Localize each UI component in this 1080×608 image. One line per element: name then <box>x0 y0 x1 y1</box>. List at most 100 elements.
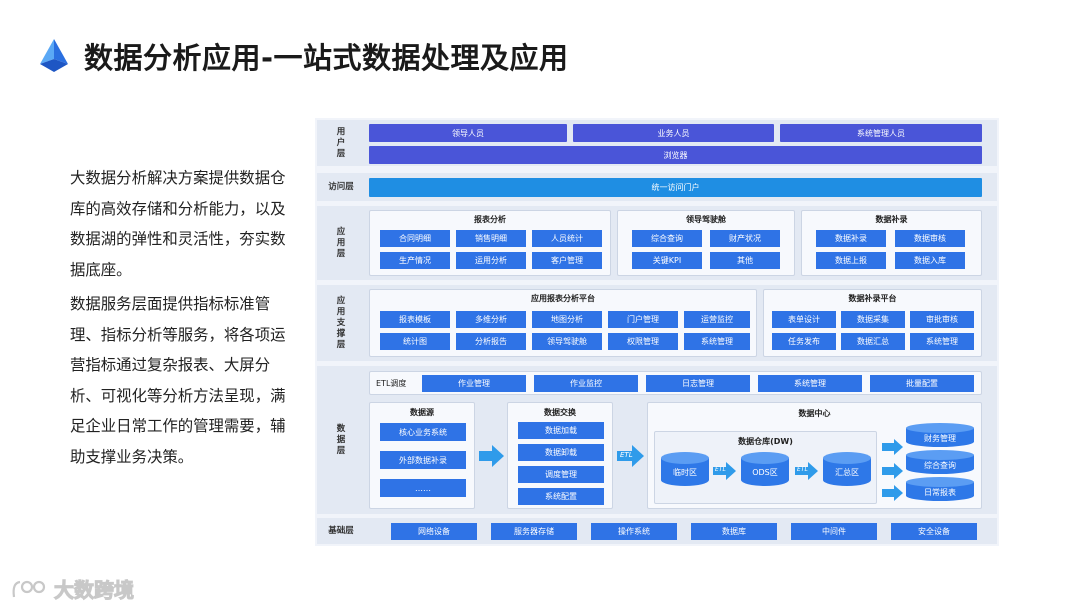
store-ods-icon: ODS区 <box>741 452 789 486</box>
data-warehouse-panel: 数据仓库(DW) 临时区 ETL ODS区 ETL <box>654 431 877 504</box>
etl-tag: ETL <box>797 466 808 473</box>
platform-item: 统计图 <box>380 333 450 350</box>
exchange-item: 调度管理 <box>518 466 604 483</box>
supplement-item: 数据审核 <box>895 230 965 247</box>
app-layer-label: 应 用 层 <box>336 226 346 259</box>
etl-tag: ETL <box>620 451 633 459</box>
etl-tag: ETL <box>715 466 726 473</box>
base-item: 网络设备 <box>391 523 477 540</box>
platform-item: 领导驾驶舱 <box>532 333 602 350</box>
report-platform-panel: 应用报表分析平台 报表模板 多维分析 地图分析 门户管理 运营监控 统计图 分析… <box>369 289 757 357</box>
access-layer-label: 访问层 <box>328 181 354 192</box>
report-item: 运用分析 <box>456 252 526 269</box>
data-source-panel: 数据源 核心业务系统 外部数据补录 …… <box>369 402 475 509</box>
platform-item: 地图分析 <box>532 311 602 328</box>
report-item: 生产情况 <box>380 252 450 269</box>
platform-item: 系统管理 <box>684 333 750 350</box>
user-layer-label: 用 户 层 <box>336 126 346 159</box>
etl-item: 批量配置 <box>870 375 974 392</box>
data-source-title: 数据源 <box>410 408 434 417</box>
cockpit-panel-title: 领导驾驶舱 <box>686 215 726 224</box>
supplement-item: 数据补录 <box>816 230 886 247</box>
report-platform-title: 应用报表分析平台 <box>531 294 595 303</box>
data-layer-label: 数 据 层 <box>336 423 346 456</box>
exchange-item: 数据加载 <box>518 422 604 439</box>
exchange-item: 系统配置 <box>518 488 604 505</box>
store-label: 汇总区 <box>835 468 859 477</box>
supplement-panel: 数据补录 数据补录 数据审核 数据上报 数据入库 <box>801 210 982 276</box>
etl-item: 日志管理 <box>646 375 750 392</box>
report-panel-title: 报表分析 <box>474 215 506 224</box>
role-leader: 领导人员 <box>369 124 567 142</box>
base-item: 服务器存储 <box>491 523 577 540</box>
flow-arrow-icon <box>479 445 504 467</box>
page-title: 数据分析应用-一站式数据处理及应用 <box>84 41 569 75</box>
etl-arrow-icon <box>795 462 818 480</box>
etl-title: ETL调度 <box>376 379 407 388</box>
report-item: 合同明细 <box>380 230 450 247</box>
architecture-diagram: 用 户 层 领导人员 业务人员 系统管理人员 浏览器 访问层 统一访问门户 应 … <box>315 118 999 546</box>
dw-title: 数据仓库(DW) <box>738 437 793 446</box>
report-item: 人员统计 <box>532 230 602 247</box>
etl-item: 作业管理 <box>422 375 526 392</box>
watermark: 大数跨境 <box>10 574 135 603</box>
platform-item: 多维分析 <box>456 311 526 328</box>
watermark-logo-icon <box>12 580 46 597</box>
support-layer-label: 应 用 支 撑 层 <box>336 295 346 350</box>
report-panel: 报表分析 合同明细 销售明细 人员统计 生产情况 运用分析 客户管理 <box>369 210 611 276</box>
output-label: 财务管理 <box>924 434 956 443</box>
supplement-panel-title: 数据补录 <box>875 215 908 224</box>
supp-platform-item: 审批审核 <box>910 311 974 328</box>
platform-item: 权限管理 <box>608 333 678 350</box>
output-finance-icon: 财务管理 <box>906 423 974 447</box>
supplement-item: 数据上报 <box>816 252 886 269</box>
browser-bar: 浏览器 <box>369 146 982 164</box>
platform-item: 报表模板 <box>380 311 450 328</box>
base-item: 安全设备 <box>891 523 977 540</box>
etl-row: ETL调度 作业管理 作业监控 日志管理 系统管理 批量配置 <box>369 371 982 395</box>
portal-bar: 统一访问门户 <box>369 178 982 197</box>
platform-item: 门户管理 <box>608 311 678 328</box>
data-exchange-panel: 数据交换 数据加载 数据卸载 调度管理 系统配置 <box>507 402 613 509</box>
cockpit-item: 关键KPI <box>632 252 702 269</box>
output-report-icon: 日常报表 <box>906 477 974 501</box>
cockpit-item: 综合查询 <box>632 230 702 247</box>
store-summary-icon: 汇总区 <box>823 452 871 486</box>
data-center-title: 数据中心 <box>798 409 831 418</box>
source-item: …… <box>380 479 466 497</box>
cockpit-item: 其他 <box>710 252 780 269</box>
watermark-text: 大数跨境 <box>54 578 135 603</box>
data-center-panel: 数据中心 数据仓库(DW) 临时区 ETL ODS区 ETL <box>647 402 982 509</box>
base-item: 操作系统 <box>591 523 677 540</box>
etl-item: 系统管理 <box>758 375 862 392</box>
title-row: 数据分析应用-一站式数据处理及应用 <box>38 34 569 78</box>
supplement-platform-title: 数据补录平台 <box>848 294 897 303</box>
supp-platform-item: 系统管理 <box>910 333 974 350</box>
store-label: 临时区 <box>673 468 697 477</box>
supplement-item: 数据入库 <box>895 252 965 269</box>
source-item: 外部数据补录 <box>380 451 466 469</box>
report-item: 客户管理 <box>532 252 602 269</box>
output-label: 日常报表 <box>924 488 956 497</box>
etl-arrow-icon <box>882 485 903 501</box>
role-admin: 系统管理人员 <box>780 124 982 142</box>
source-item: 核心业务系统 <box>380 423 466 441</box>
service-paragraph: 数据服务层面提供指标标准管理、指标分析等服务，将各项运营指标通过复杂报表、大屏分… <box>70 295 286 466</box>
supp-platform-item: 任务发布 <box>772 333 836 350</box>
etl-arrow-icon <box>882 439 903 455</box>
cockpit-panel: 领导驾驶舱 综合查询 财产状况 关键KPI 其他 <box>617 210 795 276</box>
exchange-item: 数据卸载 <box>518 444 604 461</box>
etl-arrow-icon <box>617 445 644 467</box>
supplement-platform-panel: 数据补录平台 表单设计 数据采集 审批审核 任务发布 数据汇总 系统管理 <box>763 289 982 357</box>
intro-paragraph: 大数据分析解决方案提供数据仓库的高效存储和分析能力，以及数据湖的弹性和灵活性，夯… <box>70 169 286 279</box>
etl-arrow-icon <box>713 462 736 480</box>
role-business: 业务人员 <box>573 124 774 142</box>
store-temp-icon: 临时区 <box>661 452 709 486</box>
store-label: ODS区 <box>752 468 778 477</box>
platform-item: 分析报告 <box>456 333 526 350</box>
supp-platform-item: 数据汇总 <box>841 333 905 350</box>
etl-item: 作业监控 <box>534 375 638 392</box>
base-item: 数据库 <box>691 523 777 540</box>
base-item: 中间件 <box>791 523 877 540</box>
supp-platform-item: 数据采集 <box>841 311 905 328</box>
